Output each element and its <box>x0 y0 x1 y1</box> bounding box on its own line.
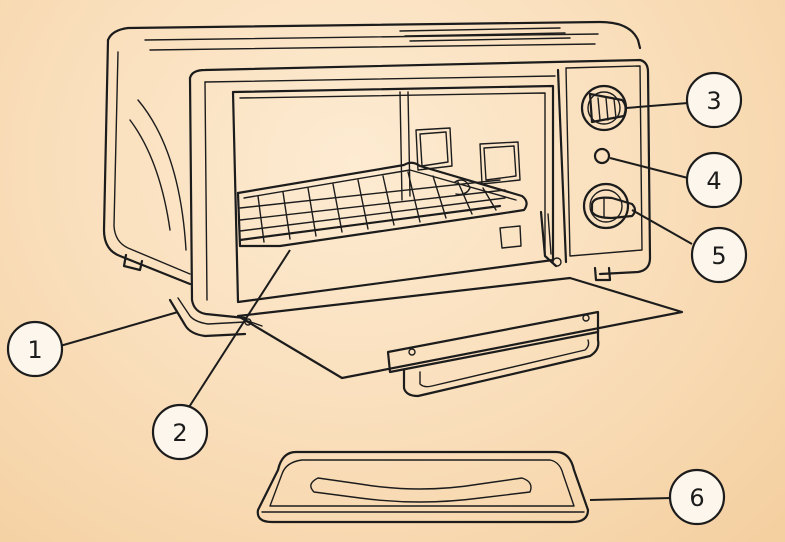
temperature-knob <box>580 84 628 132</box>
leader-6 <box>589 497 673 501</box>
callout-6: 6 <box>668 468 726 526</box>
callout-4-label: 4 <box>706 167 721 195</box>
timer-knob <box>582 182 637 230</box>
callout-2: 2 <box>151 403 209 461</box>
callout-6-label: 6 <box>689 484 704 512</box>
power-indicator-light <box>593 147 611 165</box>
callout-5: 5 <box>690 226 748 284</box>
leader-3 <box>625 102 689 109</box>
callout-2-label: 2 <box>172 419 187 447</box>
callout-4: 4 <box>685 151 743 209</box>
leader-lines <box>59 102 693 501</box>
leader-5 <box>631 209 693 245</box>
oven-door <box>236 276 684 398</box>
callout-3-label: 3 <box>706 87 721 115</box>
wire-rack <box>236 161 528 248</box>
callout-1-label: 1 <box>27 336 42 364</box>
callout-5-label: 5 <box>711 242 726 270</box>
oven-body <box>102 20 652 338</box>
callout-3: 3 <box>685 71 743 129</box>
leader-4 <box>609 157 689 179</box>
baking-tray <box>256 450 590 524</box>
oven-cavity <box>231 84 562 304</box>
leader-1 <box>59 311 179 347</box>
leader-2 <box>181 249 291 419</box>
callout-1: 1 <box>6 320 64 378</box>
